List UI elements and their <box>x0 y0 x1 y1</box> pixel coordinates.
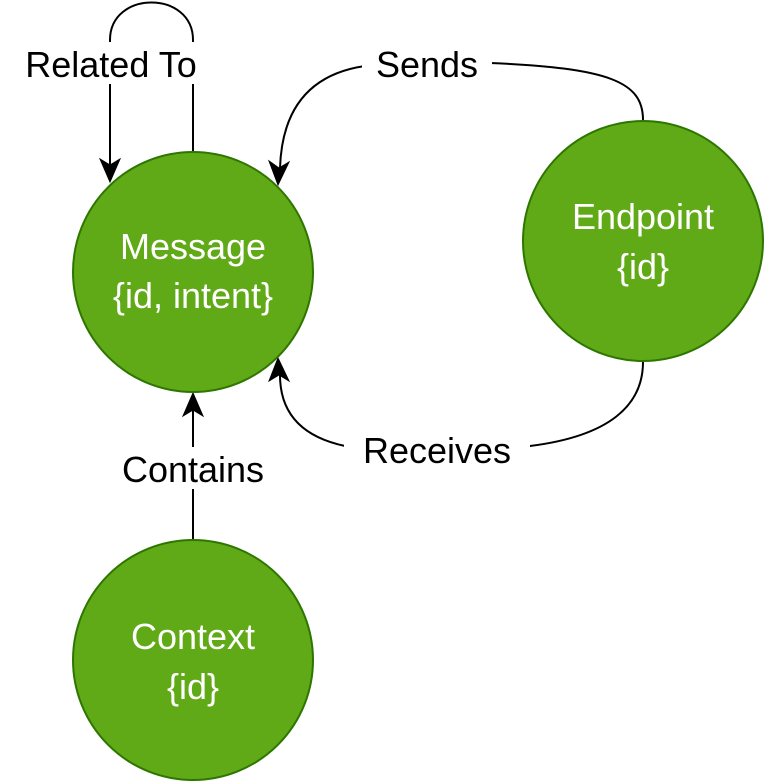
node-message-circle <box>72 151 314 393</box>
node-endpoint: Endpoint {id} <box>522 120 764 362</box>
edge-sends-label: Sends <box>376 44 478 85</box>
node-message: Message {id, intent} <box>72 151 314 393</box>
edge-receives-label-bg <box>344 428 530 470</box>
edge-contains-label: Contains <box>122 449 264 490</box>
node-message-fields: {id, intent} <box>113 275 273 316</box>
edge-sends-label-bg <box>362 42 492 84</box>
node-endpoint-fields: {id} <box>617 246 669 287</box>
edge-receives-arrowhead <box>268 356 291 383</box>
node-endpoint-title: Endpoint <box>572 196 714 237</box>
edge-contains-label-bg <box>103 447 283 489</box>
edge-contains-arrowhead <box>181 391 205 418</box>
edge-sends: Sends <box>267 42 644 187</box>
node-context: Context {id} <box>72 539 314 781</box>
edge-sends-arrowhead <box>267 159 291 187</box>
edge-related-to-arrowhead <box>98 157 122 184</box>
edge-related-to-label: Related To <box>25 44 196 85</box>
edge-receives-path <box>279 361 644 447</box>
edge-receives-label: Receives <box>363 430 511 471</box>
edge-contains: Contains <box>103 391 283 556</box>
node-message-title: Message <box>120 226 266 267</box>
edge-related-to-path <box>109 1 194 165</box>
node-context-circle <box>72 539 314 781</box>
node-context-title: Context <box>131 616 255 657</box>
edge-receives: Receives <box>268 356 644 471</box>
edge-related-to-label-bg <box>2 42 220 84</box>
edge-related-to: Related To <box>2 1 220 184</box>
node-endpoint-circle <box>522 120 764 362</box>
node-context-fields: {id} <box>167 666 219 707</box>
